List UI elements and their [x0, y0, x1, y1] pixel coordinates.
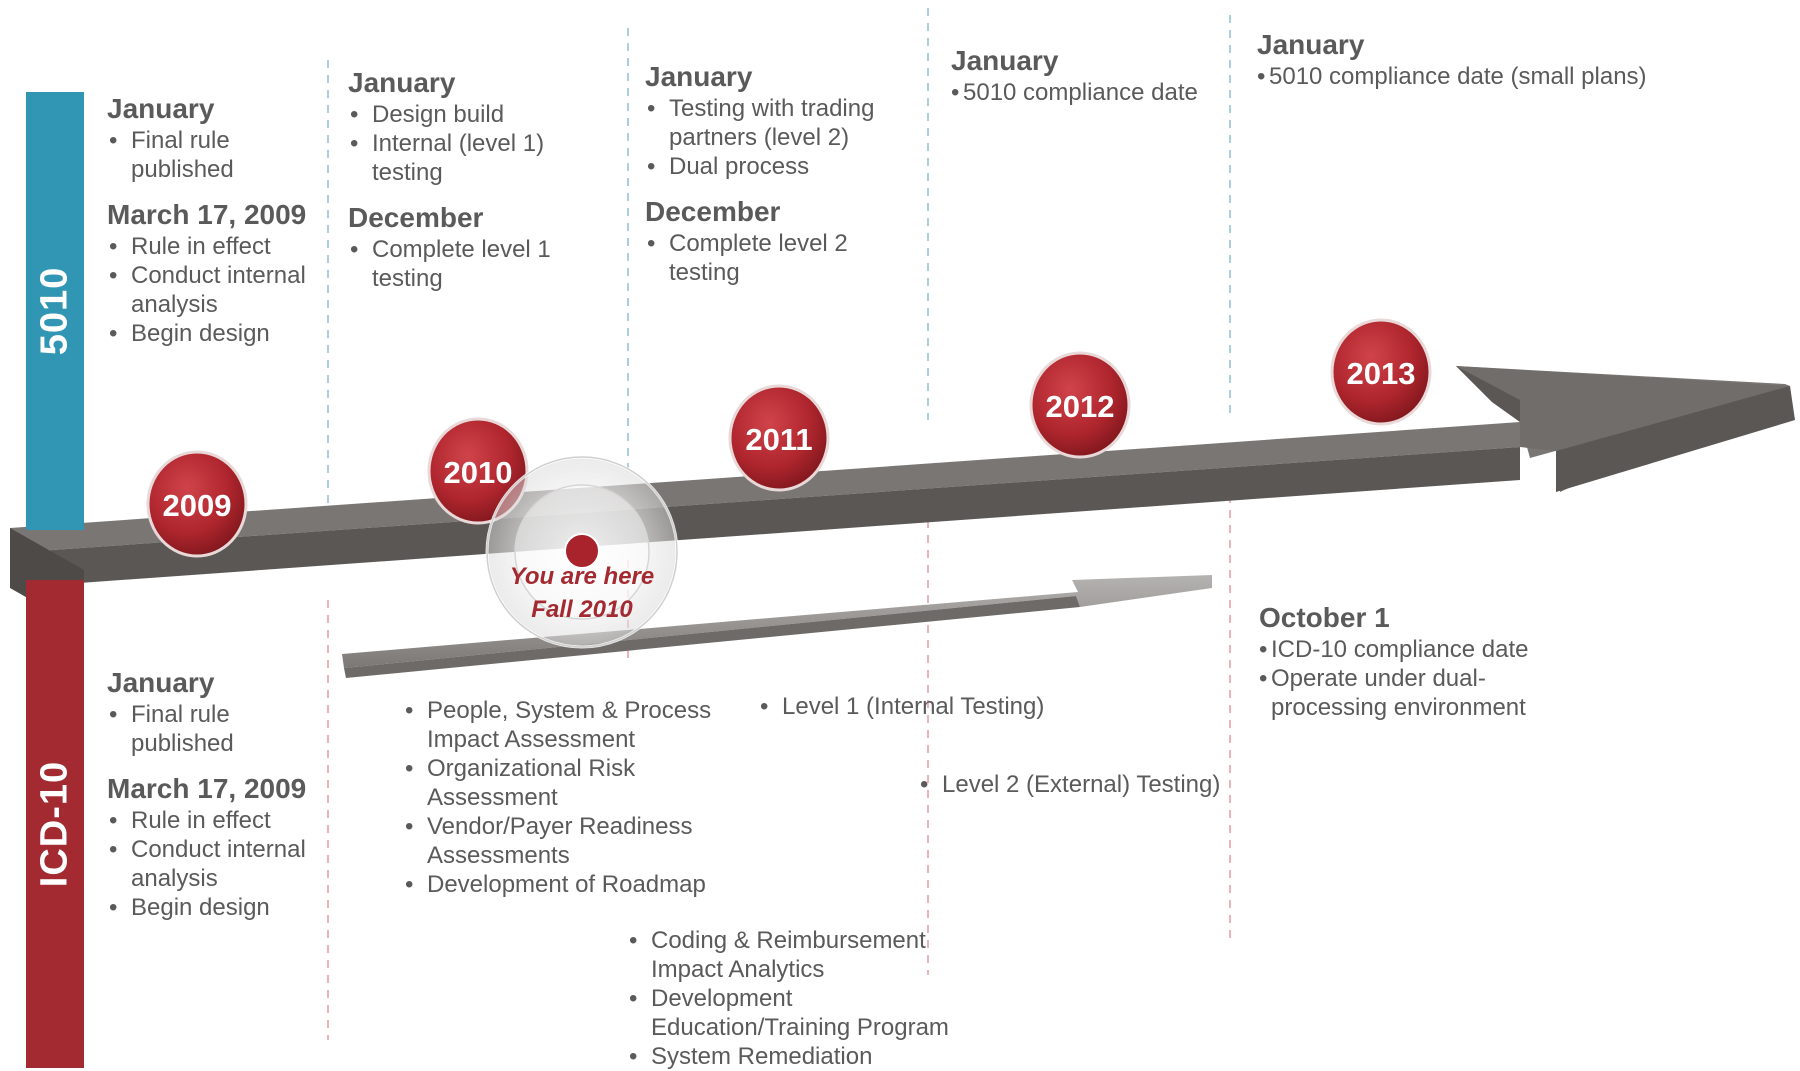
lower-level1-item: Level 1 (Internal Testing) [758, 692, 1098, 721]
secondary-arrow-body [342, 575, 1212, 668]
upper-col5-item: 5010 compliance date (small plans) [1257, 62, 1677, 91]
upper-col1-item: Conduct internal analysis [107, 261, 322, 319]
year-2012-text: 2012 [1046, 389, 1115, 424]
secondary-arrow-shadow [344, 596, 1080, 678]
upper-col2-list2: Complete level 1 testing [348, 235, 588, 293]
column-dividers [327, 8, 1231, 1040]
lower-col5-list1: ICD-10 compliance date Operate under dua… [1259, 635, 1579, 722]
lower-col2-list: People, System & Process Impact Assessme… [403, 696, 733, 899]
band-icd10-label: ICD-10 [33, 760, 76, 888]
lower-col-2013: October 1 ICD-10 compliance date Operate… [1259, 601, 1579, 722]
lower-col-2010: People, System & Process Impact Assessme… [403, 696, 733, 899]
upper-col1-list2: Rule in effect Conduct internal analysis… [107, 232, 322, 348]
year-badges: 2009 2010 2011 2012 2013 [146, 318, 1432, 558]
upper-col2-item: Internal (level 1) testing [348, 129, 588, 187]
upper-col1-item: Begin design [107, 319, 322, 348]
upper-col3-list2: Complete level 2 testing [645, 229, 920, 287]
upper-col3-item: Complete level 2 testing [645, 229, 920, 287]
upper-col-2009: January Final rule published March 17, 2… [107, 92, 322, 348]
upper-col4-heading1: January [951, 45, 1059, 76]
upper-col3-heading1: January [645, 61, 753, 92]
lower-level2-item: Level 2 (External) Testing) [918, 770, 1238, 799]
lower-col1-item: Conduct internal analysis [107, 835, 322, 893]
lower-level2-list: Level 2 (External) Testing) [918, 770, 1238, 799]
lower-col2-item: Development of Roadmap [403, 870, 733, 899]
upper-col3-heading2: December [645, 196, 781, 227]
lower-col1-item: Rule in effect [107, 806, 322, 835]
upper-col5-list1: 5010 compliance date (small plans) [1257, 62, 1677, 91]
year-2011-text: 2011 [745, 422, 812, 457]
you-are-here-label: You are here Fall 2010 [482, 560, 682, 626]
upper-col-2011: January Testing with trading partners (l… [645, 60, 920, 287]
main-timeline-arrow [10, 366, 1795, 630]
upper-col4-list1: 5010 compliance date [951, 78, 1221, 107]
lower-level2: Level 2 (External) Testing) [918, 770, 1238, 799]
band-5010: 5010 [26, 92, 84, 530]
upper-col2-heading2: December [348, 202, 484, 233]
lower-col5-item: ICD-10 compliance date [1259, 635, 1579, 664]
you-are-here-line1: You are here [509, 563, 655, 590]
lower-col3-list: Coding & Reimbursement Impact Analytics … [627, 926, 962, 1071]
year-badge-2010: 2010 [427, 417, 529, 525]
arrow-shaft-side [10, 447, 1520, 588]
upper-col2-list1: Design build Internal (level 1) testing [348, 100, 588, 187]
lower-level1: Level 1 (Internal Testing) [758, 692, 1098, 721]
upper-col1-item: Final rule published [107, 126, 322, 184]
lower-col1-item: Begin design [107, 893, 322, 922]
band-icd10: ICD-10 [26, 580, 84, 1068]
upper-col1-heading1: January [107, 93, 215, 124]
band-5010-label: 5010 [33, 266, 76, 356]
lower-col1-list2: Rule in effect Conduct internal analysis… [107, 806, 322, 922]
lower-col1-heading1: January [107, 667, 215, 698]
upper-col-2013: January 5010 compliance date (small plan… [1257, 28, 1677, 91]
secondary-arrow [342, 575, 1212, 678]
arrow-head-notch [1456, 366, 1520, 422]
year-2013-text: 2013 [1347, 356, 1416, 391]
arrow-head-side [1556, 386, 1795, 492]
upper-col2-heading1: January [348, 67, 456, 98]
upper-col-2010: January Design build Internal (level 1) … [348, 66, 588, 293]
you-are-here-dot [564, 533, 600, 569]
lower-col1-item: Final rule published [107, 700, 322, 758]
year-badge-2011: 2011 [728, 384, 830, 492]
arrow-head-face [1456, 366, 1790, 492]
upper-col4-item: 5010 compliance date [951, 78, 1221, 107]
lower-level1-list: Level 1 (Internal Testing) [758, 692, 1098, 721]
upper-col1-heading2: March 17, 2009 [107, 199, 307, 230]
upper-col2-item: Complete level 1 testing [348, 235, 588, 293]
year-2010-text: 2010 [444, 455, 513, 490]
upper-col3-item: Dual process [645, 152, 920, 181]
upper-col1-item: Rule in effect [107, 232, 322, 261]
lower-col3-item: Coding & Reimbursement Impact Analytics [627, 926, 962, 984]
year-badge-2012: 2012 [1029, 351, 1131, 459]
lower-col1-list1: Final rule published [107, 700, 322, 758]
lower-col1-heading2: March 17, 2009 [107, 773, 307, 804]
year-badge-2013: 2013 [1330, 318, 1432, 426]
lower-col3-item: System Remediation [627, 1042, 962, 1071]
lower-col2-item: Organizational Risk Assessment [403, 754, 733, 812]
year-badge-2009: 2009 [146, 450, 248, 558]
lower-col5-heading1: October 1 [1259, 602, 1390, 633]
upper-col1-list1: Final rule published [107, 126, 322, 184]
upper-col-2012: January 5010 compliance date [951, 44, 1221, 107]
upper-col2-item: Design build [348, 100, 588, 129]
year-2009-text: 2009 [163, 488, 232, 523]
upper-col3-item: Testing with trading partners (level 2) [645, 94, 920, 152]
lower-col3-item: Development Education/Training Program [627, 984, 962, 1042]
lower-col2-item: Vendor/Payer Readiness Assessments [403, 812, 733, 870]
lower-col2-item: People, System & Process Impact Assessme… [403, 696, 733, 754]
lower-col-2011: Coding & Reimbursement Impact Analytics … [627, 926, 962, 1071]
you-are-here-target [485, 455, 679, 649]
you-are-here-line2: Fall 2010 [531, 596, 633, 623]
upper-col3-list1: Testing with trading partners (level 2) … [645, 94, 920, 181]
lower-col5-item: Operate under dual-processing environmen… [1259, 664, 1579, 722]
lower-col-2009: January Final rule published March 17, 2… [107, 666, 322, 922]
upper-col5-heading1: January [1257, 29, 1365, 60]
